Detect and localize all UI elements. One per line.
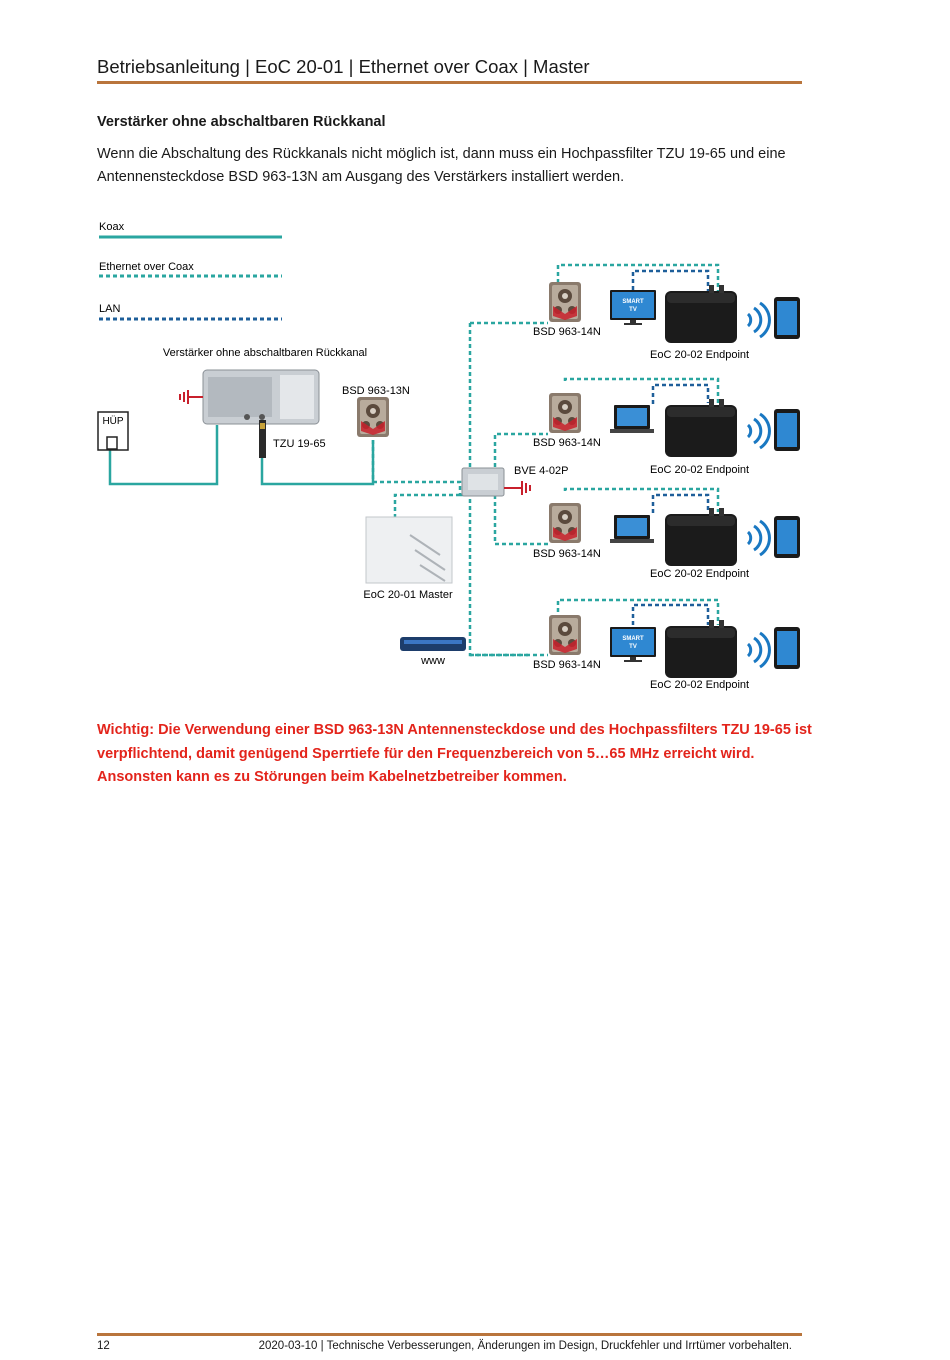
footer-note: 2020-03-10 | Technische Verbesserungen, … [258, 1340, 792, 1352]
endpoint-label: EoC 20-02 Endpoint [650, 464, 749, 476]
socket-main [357, 397, 389, 437]
splitter-bve [461, 467, 505, 497]
header-divider [97, 81, 802, 84]
smart-tv-label: SMART [622, 636, 644, 642]
endpoint-label: EoC 20-02 Endpoint [650, 679, 749, 691]
eoc-endpoint [665, 285, 737, 343]
smart-tv-label: TV [629, 644, 637, 650]
branch-2: BSD 963-14N EoC 20-02 Endpoint [533, 393, 800, 476]
smart-tv-label: SMART [622, 299, 644, 305]
branch-4: BSD 963-14N SMART TV EoC 20-02 Endpoint [533, 615, 800, 691]
router-label: www [420, 655, 445, 667]
socket-branch-1 [549, 282, 581, 322]
socket-branch-label: BSD 963-14N [533, 437, 601, 449]
amplifier-label: Verstärker ohne abschaltbaren Rückkanal [163, 347, 367, 359]
socket-branch-3 [549, 503, 581, 543]
legend-lan-label: LAN [99, 303, 120, 315]
eoc-endpoint [665, 508, 737, 566]
wifi-icon [746, 301, 771, 339]
socket-branch-4 [549, 615, 581, 655]
eoc-master-device [365, 516, 453, 584]
wifi-icon [746, 519, 771, 557]
master-label: EoC 20-01 Master [363, 589, 453, 601]
smart-tv-label: TV [629, 307, 637, 313]
section-heading: Verstärker ohne abschaltbaren Rückkanal [97, 114, 386, 130]
socket-branch-label: BSD 963-14N [533, 326, 601, 338]
wifi-icon [746, 412, 771, 450]
legend-coax-label: Koax [99, 221, 125, 233]
socket-branch-2 [549, 393, 581, 433]
intro-paragraph: Wenn die Abschaltung des Rückkanals nich… [97, 146, 786, 185]
legend-eoc-label: Ethernet over Coax [99, 261, 194, 273]
socket-branch-label: BSD 963-14N [533, 548, 601, 560]
endpoint-label: EoC 20-02 Endpoint [650, 568, 749, 580]
filter-label: TZU 19-65 [273, 438, 326, 450]
splitter-label: BVE 4-02P [514, 465, 568, 477]
page-number: 12 [97, 1340, 110, 1352]
ground-icon [504, 481, 531, 495]
eoc-endpoint [665, 620, 737, 678]
tablet-icon [774, 627, 800, 669]
laptop-icon [610, 515, 654, 543]
branch-1: BSD 963-14N SMART TV EoC 20-02 Endpoint [533, 282, 800, 361]
socket-branch-label: BSD 963-14N [533, 659, 601, 671]
tablet-icon [774, 409, 800, 451]
hup-label: HÜP [102, 415, 123, 427]
ground-icon [179, 390, 203, 404]
network-diagram: Koax Ethernet over Coax LAN HÜP [97, 221, 800, 691]
tablet-icon [774, 516, 800, 558]
router-device [400, 637, 466, 651]
wifi-icon [746, 631, 771, 669]
laptop-icon [610, 405, 654, 433]
amplifier [202, 369, 320, 425]
filter-tzu [259, 420, 266, 458]
hup-box: HÜP [97, 411, 129, 451]
coax-lines [108, 425, 375, 486]
eoc-lines [371, 263, 720, 657]
footer-divider [97, 1333, 802, 1336]
tablet-icon [774, 297, 800, 339]
socket-main-label: BSD 963-13N [342, 385, 410, 397]
branch-3: BSD 963-14N EoC 20-02 Endpoint [533, 503, 800, 580]
warning-note: Wichtig: Die Verwendung einer BSD 963-13… [97, 722, 812, 785]
eoc-endpoint [665, 399, 737, 457]
header-title: Betriebsanleitung | EoC 20-01 | Ethernet… [97, 56, 590, 77]
lan-lines [631, 269, 710, 625]
endpoint-label: EoC 20-02 Endpoint [650, 349, 749, 361]
